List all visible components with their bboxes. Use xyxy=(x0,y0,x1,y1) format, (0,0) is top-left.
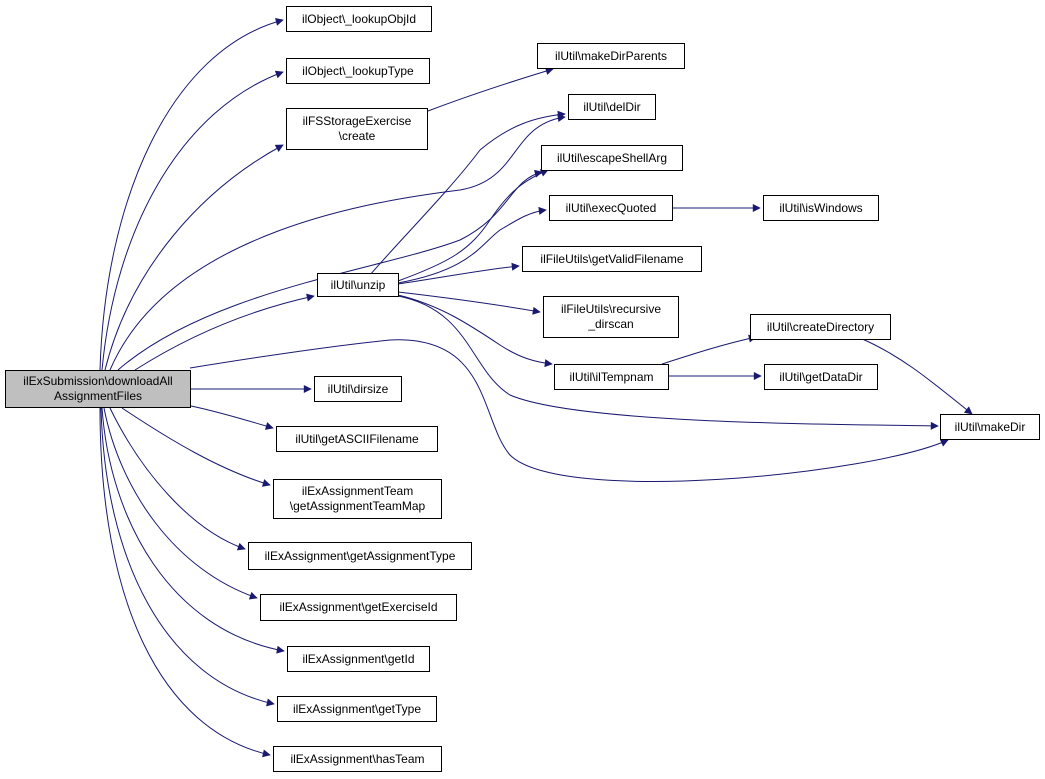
edge-unzip-exec-quoted xyxy=(397,206,547,284)
edge-root-team-map xyxy=(121,407,271,487)
edge-fs-make-dir-parents xyxy=(427,67,554,112)
node-get-ascii-filename[interactable]: ilUtil\getASCIIFilename xyxy=(276,426,438,452)
edge-root-del-dir xyxy=(109,114,566,371)
node-exec-quoted[interactable]: ilUtil\execQuoted xyxy=(549,195,673,221)
node-escape-shell-arg[interactable]: ilUtil\escapeShellArg xyxy=(541,145,683,171)
node-lookup-type[interactable]: ilObject\_lookupType xyxy=(286,58,430,84)
node-del-dir[interactable]: ilUtil\delDir xyxy=(568,94,656,120)
edge-create-directory-make-dir xyxy=(859,337,973,415)
edge-root-get-type xyxy=(100,407,275,707)
node-get-id[interactable]: ilExAssignment\getId xyxy=(287,646,430,672)
node-is-windows[interactable]: ilUtil\isWindows xyxy=(763,195,879,221)
node-download-all-assignment-files[interactable]: ilExSubmission\downloadAll AssignmentFil… xyxy=(5,370,191,408)
edge-root-unzip xyxy=(134,293,315,371)
node-fs-storage-create[interactable]: ilFSStorageExercise \create xyxy=(286,108,428,150)
node-get-type[interactable]: ilExAssignment\getType xyxy=(277,696,437,722)
edge-root-get-ascii xyxy=(190,405,274,430)
node-get-assignment-type[interactable]: ilExAssignment\getAssignmentType xyxy=(248,542,472,570)
node-create-directory[interactable]: ilUtil\createDirectory xyxy=(750,314,891,340)
edge-root-escape-shell-arg xyxy=(117,169,543,371)
edge-unzip-get-valid-filename xyxy=(397,262,520,285)
node-assignment-team-map[interactable]: ilExAssignmentTeam \getAssignmentTeamMap xyxy=(273,479,442,519)
node-dirsize[interactable]: ilUtil\dirsize xyxy=(314,376,402,402)
edge-root-lookup-type xyxy=(101,70,284,371)
edge-unzip-make-dir xyxy=(397,295,939,430)
node-unzip[interactable]: ilUtil\unzip xyxy=(317,273,399,297)
node-recursive-dirscan[interactable]: ilFileUtils\recursive _dirscan xyxy=(543,296,679,338)
node-get-data-dir[interactable]: ilUtil\getDataDir xyxy=(764,364,878,390)
edge-root-make-dir xyxy=(189,339,949,482)
edge-unzip-il-tempnam xyxy=(397,294,553,368)
edge-root-get-assignment-type xyxy=(109,407,246,551)
edge-root-get-id xyxy=(101,407,285,654)
edge-unzip-recursive-dirscan xyxy=(397,291,541,315)
edge-root-fs-storage-create xyxy=(104,144,284,371)
edge-il-tempnam-create-directory xyxy=(661,334,757,365)
node-il-tempnam[interactable]: ilUtil\ilTempnam xyxy=(554,364,669,390)
node-has-team[interactable]: ilExAssignment\hasTeam xyxy=(273,746,442,772)
node-make-dir-parents[interactable]: ilUtil\makeDirParents xyxy=(537,43,685,69)
edge-root-get-exercise-id xyxy=(103,407,258,600)
edge-root-lookup-obj-id xyxy=(99,17,284,371)
edge-unzip-del-dir xyxy=(369,110,566,276)
node-get-exercise-id[interactable]: ilExAssignment\getExerciseId xyxy=(260,594,457,621)
node-get-valid-filename[interactable]: ilFileUtils\getValidFilename xyxy=(522,246,702,272)
edge-unzip-escape-shell-arg xyxy=(397,169,549,282)
node-lookup-obj-id[interactable]: ilObject\_lookupObjId xyxy=(286,6,432,32)
node-make-dir[interactable]: ilUtil\makeDir xyxy=(940,414,1040,440)
edge-root-has-team xyxy=(99,407,271,758)
